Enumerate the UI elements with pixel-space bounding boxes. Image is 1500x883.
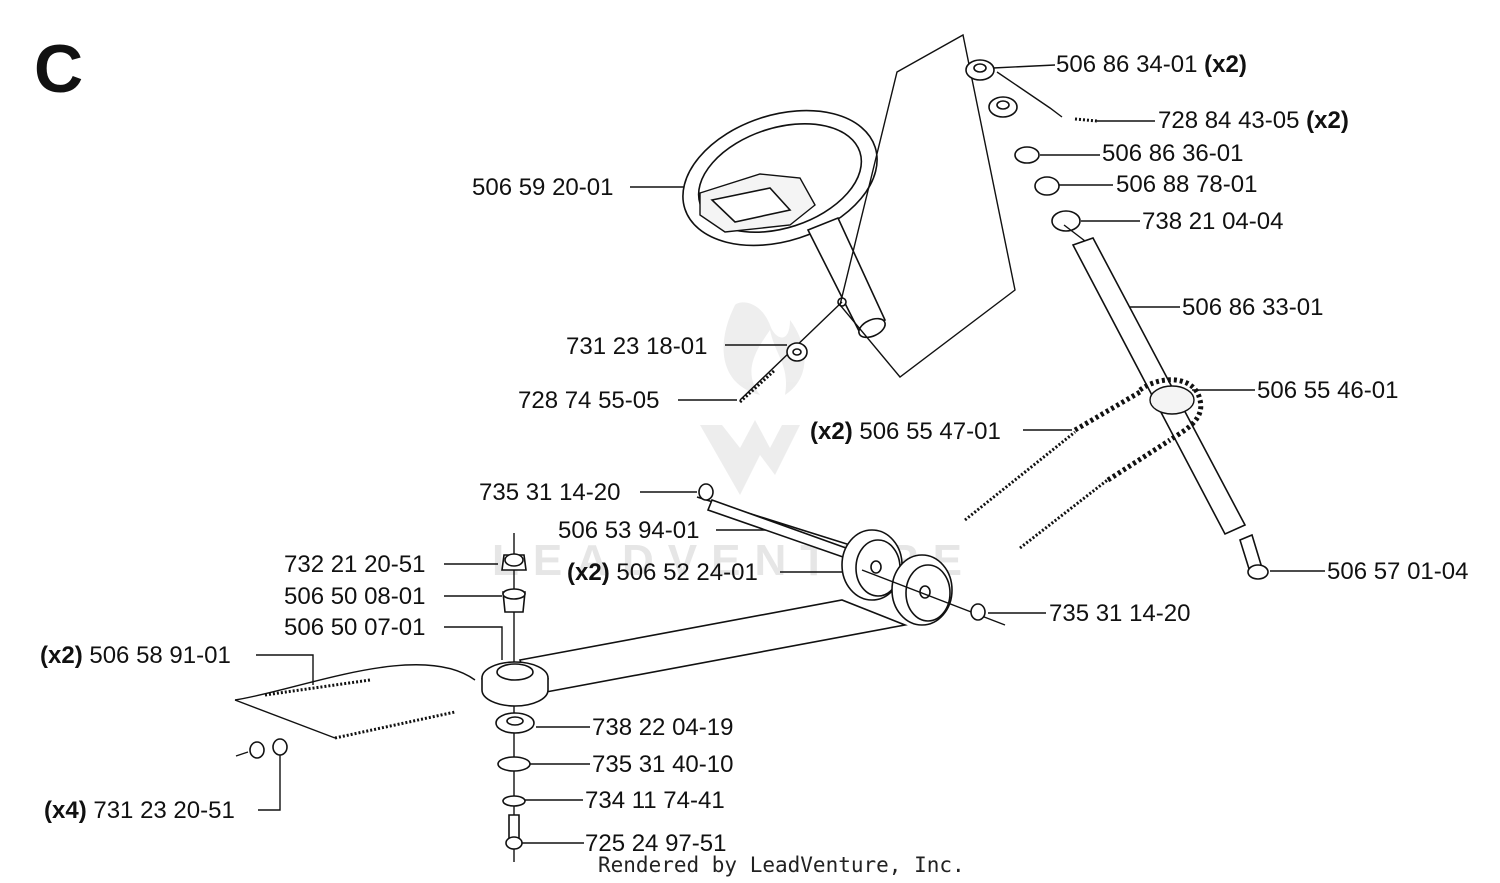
callout-732-21-20-51: 732 21 20-51 [284,551,426,578]
callout-506-57-01-04: 506 57 01-04 [1327,558,1469,585]
quantity-prefix: (x4) [44,797,87,824]
part-number: 506 58 91-01 [89,642,231,669]
section-letter: C [34,31,84,107]
callout-725-24-97-51: 725 24 97-51 [585,830,727,857]
part-number: 506 86 34-01 [1056,51,1198,78]
callout-506-50-08-01: 506 50 08-01 [284,583,426,610]
callout-506-88-78-01: 506 88 78-01 [1116,171,1258,198]
callout-728-74-55-05: 728 74 55-05 [518,387,660,414]
leadventure-flame-logo [700,302,805,495]
callout-506-86-36-01: 506 86 36-01 [1102,140,1244,167]
tie-rods [234,664,476,759]
callout-735-31-14-20-left: 735 31 14-20 [479,479,621,506]
steering-wheel-drawing [682,109,887,339]
quantity-suffix: (x2) [1204,51,1247,78]
callout-731-23-20-51: (x4) 731 23 20-51 [44,797,235,825]
callout-506-50-07-01: 506 50 07-01 [284,614,426,641]
callout-506-86-33-01: 506 86 33-01 [1182,294,1324,321]
leader-lines [256,64,1325,862]
callout-735-31-40-10: 735 31 40-10 [592,751,734,778]
callout-506-86-34-01: 506 86 34-01 (x2) [1056,51,1247,79]
quantity-suffix: (x2) [1306,107,1349,134]
callout-728-84-43-05: 728 84 43-05 (x2) [1158,107,1349,135]
part-number: 506 55 47-01 [859,418,1001,445]
quantity-prefix: (x2) [40,642,83,669]
pulleys [696,483,1006,626]
callout-738-21-04-04: 738 21 04-04 [1142,208,1284,235]
part-number: 728 84 43-05 [1158,107,1300,134]
steering-arm [518,599,908,696]
callout-506-55-46-01: 506 55 46-01 [1257,377,1399,404]
detail-frame [839,33,1016,378]
bearing-stack [481,553,549,850]
column-fasteners [738,301,843,404]
callout-734-11-74-41: 734 11 74-41 [585,787,725,814]
callout-735-31-14-20-right: 735 31 14-20 [1049,600,1191,627]
callout-738-22-04-19: 738 22 04-19 [592,714,734,741]
column-stack [965,59,1269,580]
callout-506-58-91-01: (x2) 506 58 91-01 [40,642,231,670]
footer-credit: Rendered by LeadVenture, Inc. [598,853,965,877]
quantity-prefix: (x2) [810,418,853,445]
sprocket-chain [964,377,1204,550]
part-number: 731 23 20-51 [93,797,235,824]
callout-506-52-24-01: (x2) 506 52 24-01 [567,559,758,587]
callout-506-55-47-01: (x2) 506 55 47-01 [810,418,1001,446]
callout-731-23-18-01: 731 23 18-01 [566,333,708,360]
callout-506-59-20-01: 506 59 20-01 [472,174,614,201]
quantity-prefix: (x2) [567,559,610,586]
callout-506-53-94-01: 506 53 94-01 [558,517,700,544]
part-number: 506 52 24-01 [616,559,758,586]
